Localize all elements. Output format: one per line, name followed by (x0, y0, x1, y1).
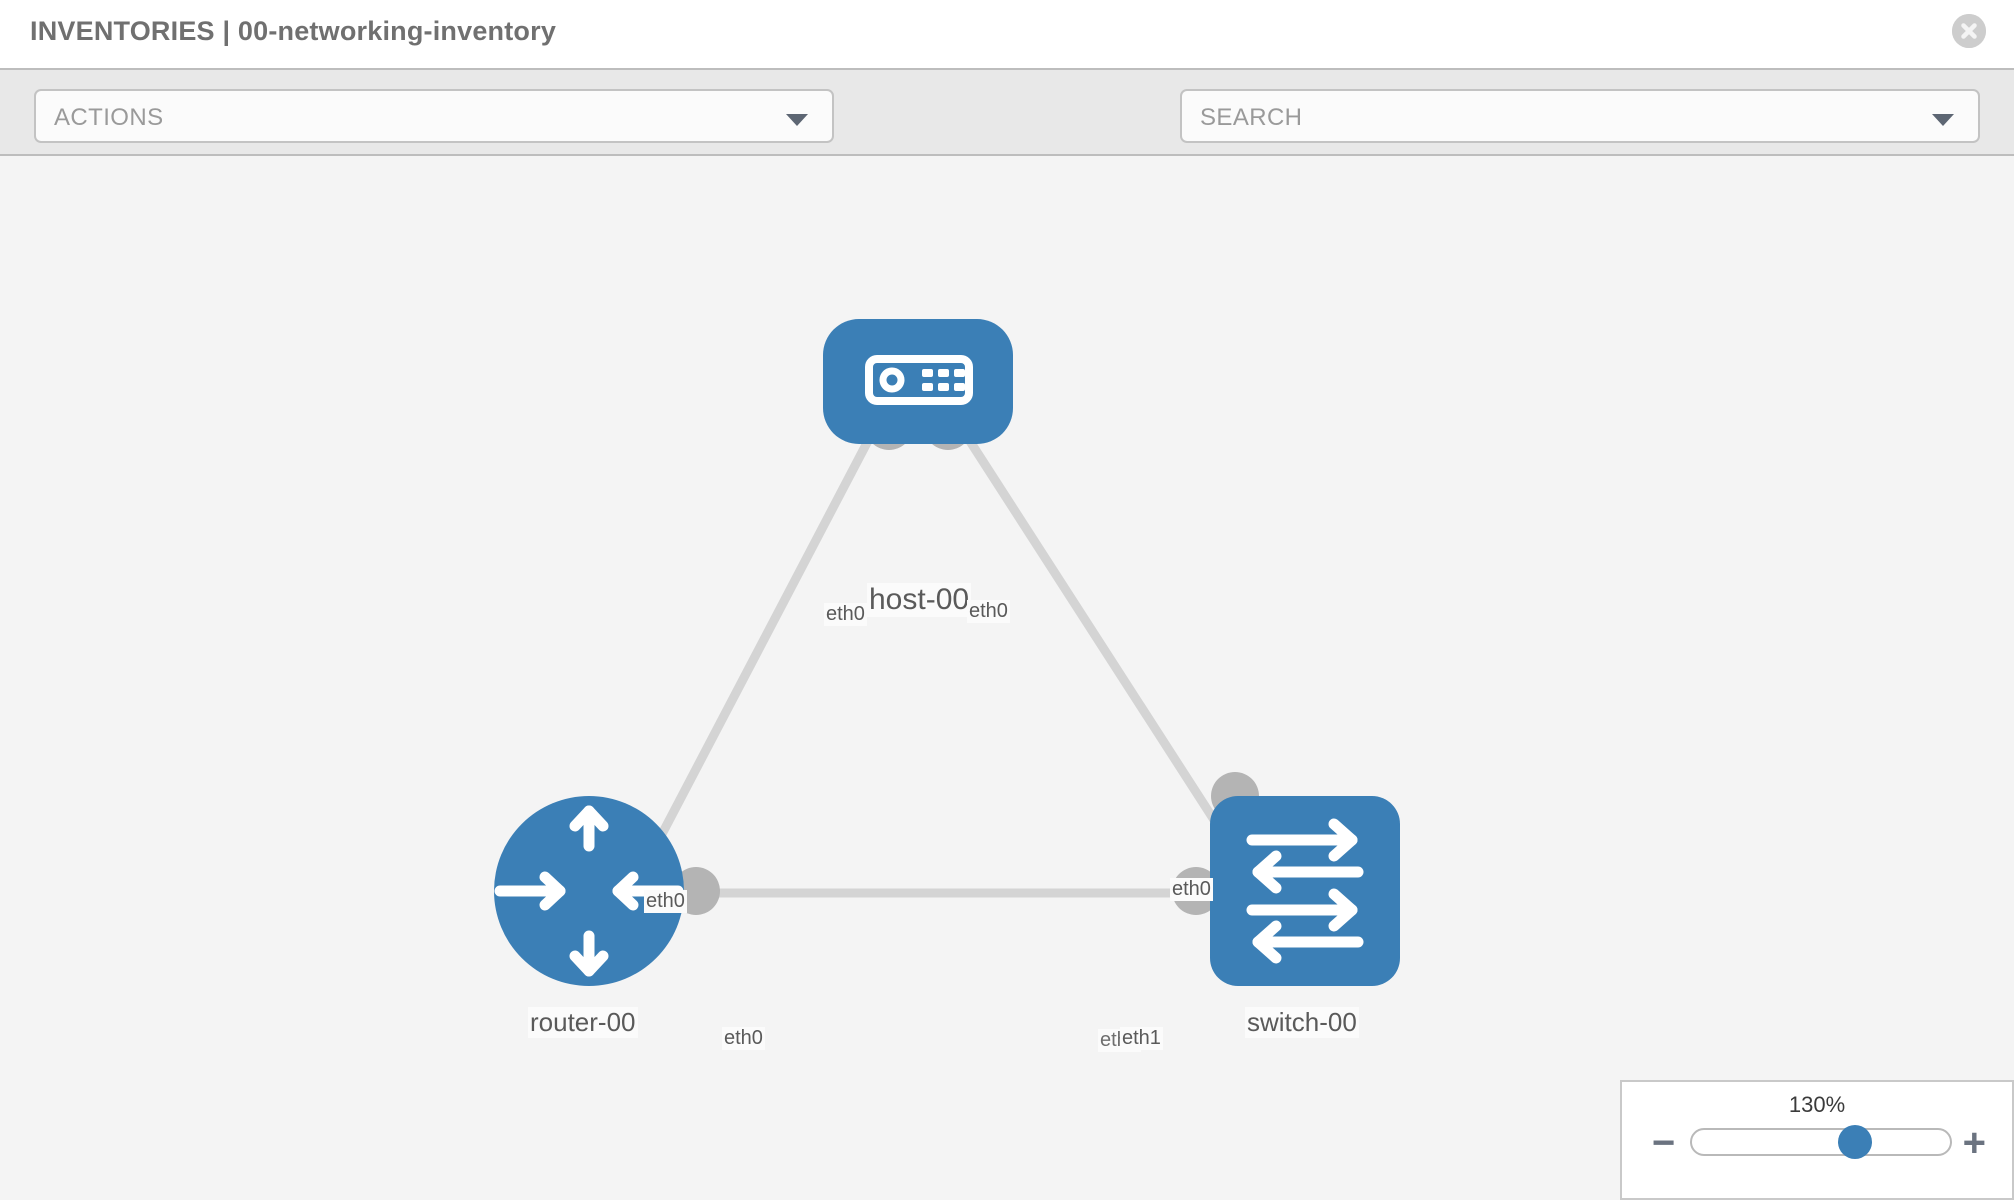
zoom-slider[interactable] (1690, 1125, 1952, 1159)
actions-dropdown-label: ACTIONS (54, 104, 164, 131)
search-placeholder: SEARCH (1200, 104, 1303, 131)
node-label-host-00: host-00 (867, 583, 972, 617)
search-input[interactable]: SEARCH (1180, 89, 1980, 143)
zoom-control-panel: 130% − + (1620, 1080, 2014, 1200)
iface-label-host-left: eth0 (824, 603, 867, 626)
node-router-00[interactable] (494, 796, 684, 986)
connector-stubs (672, 402, 1259, 915)
zoom-level-value: 130% (1788, 1092, 1846, 1117)
node-switch-00[interactable] (1210, 796, 1400, 986)
node-host-00[interactable] (823, 319, 1013, 444)
zoom-slider-thumb[interactable] (1838, 1125, 1873, 1159)
iface-label-host-right: eth0 (967, 600, 1010, 623)
link-host-switch[interactable] (951, 415, 1249, 871)
topology-canvas[interactable]: host-00 router-00 switch-00 eth0 eth0 et… (0, 156, 2014, 1200)
link-host-router[interactable] (636, 415, 884, 879)
iface-label-router-uplink: eth0 (644, 890, 687, 913)
iface-label-switch-uplink: eth0 (1170, 878, 1213, 901)
page-title: INVENTORIES | 00-networking-inventory (30, 16, 557, 46)
toolbar: ACTIONS SEARCH (0, 68, 2014, 193)
chevron-down-icon (786, 114, 808, 126)
iface-label-switch-left: eth1 (1120, 1027, 1163, 1050)
zoom-out-button[interactable]: − (1652, 1121, 1676, 1165)
node-label-router-00: router-00 (528, 1007, 638, 1038)
zoom-in-button[interactable]: + (1962, 1121, 1986, 1165)
actions-dropdown[interactable]: ACTIONS (34, 89, 834, 143)
chevron-down-icon (1932, 114, 1954, 126)
node-label-switch-00: switch-00 (1245, 1007, 1359, 1038)
iface-label-router-right: eth0 (722, 1027, 765, 1050)
page-header: INVENTORIES | 00-networking-inventory (0, 0, 2014, 68)
topology-graph (494, 319, 1400, 986)
close-icon[interactable] (1952, 14, 1986, 48)
